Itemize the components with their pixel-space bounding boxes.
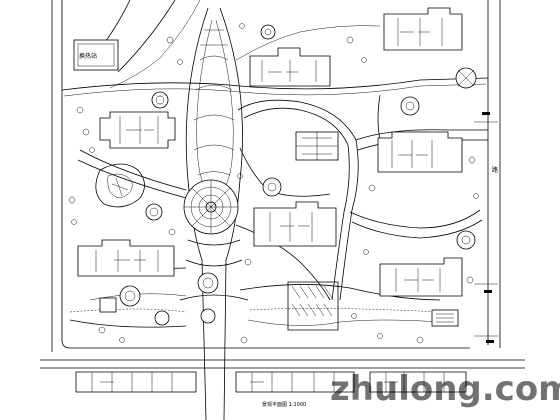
watermark: zhulong.com [330,369,560,409]
central-plaza [183,179,239,324]
outer-roads [40,0,525,369]
drawing-scale-caption: 景观平面图 1:1000 [262,401,306,408]
entrance-details [99,112,498,343]
tree-symbols [68,23,479,344]
heating-station: 换热站 [73,39,119,71]
residential-blocks [75,7,467,393]
garden-feature [95,163,145,208]
heating-station-label: 换热站 [79,52,97,60]
internal-paths [69,25,488,328]
block-annotations [100,31,434,383]
small-plazas [119,24,477,326]
parking-area [287,281,339,331]
east-road-label: 路 [492,166,498,174]
sports-court [295,131,339,161]
